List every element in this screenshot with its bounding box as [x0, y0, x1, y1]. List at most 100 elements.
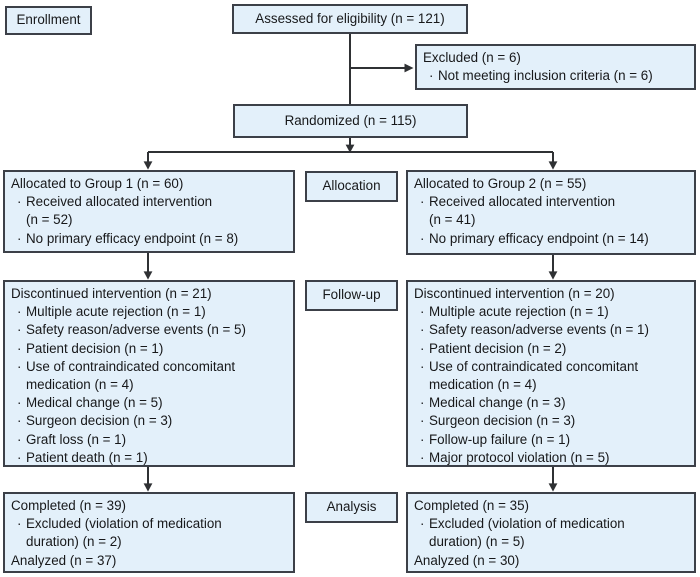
bullet-dot: ·: [17, 340, 22, 356]
box-allocated-group2: Allocated to Group 2 (n = 55) · Received…: [406, 170, 696, 255]
bullet-dot: ·: [420, 449, 425, 465]
bullet-dot: ·: [17, 194, 22, 210]
bullet-item: · Multiple acute rejection (n = 1): [414, 303, 691, 321]
bullet-dot: ·: [17, 516, 22, 532]
bullet-item: · Patient death (n = 1): [11, 449, 290, 467]
bullet-dot: ·: [420, 194, 425, 210]
box-footer: Analyzed (n = 37): [11, 552, 117, 568]
bullet-dot: ·: [17, 395, 22, 411]
bullet-item: · Multiple acute rejection (n = 1): [11, 303, 290, 321]
bullet-dot: ·: [17, 431, 22, 447]
bullet-item-text: No primary efficacy endpoint (n = 8): [26, 230, 239, 246]
stage-label-text: Enrollment: [16, 12, 81, 28]
bullet-item-text: Medical change (n = 3): [429, 395, 566, 411]
bullet-item-text: Patient decision (n = 2): [429, 340, 567, 356]
arrowhead-to-discontinued1: [143, 271, 153, 280]
bullet-item: · Follow-up failure (n = 1): [414, 431, 691, 449]
box-assessed-eligibility: Assessed for eligibility (n = 121): [232, 4, 468, 34]
bullet-item-text: Use of contraindicated concomitant medic…: [429, 358, 639, 393]
bullet-item: · Surgeon decision (n = 3): [414, 412, 691, 430]
bullet-item-text: Use of contraindicated concomitant medic…: [26, 358, 236, 393]
bullet-dot: ·: [420, 322, 425, 338]
box-title: Excluded (n = 6): [423, 50, 521, 65]
bullet-dot: ·: [17, 449, 22, 465]
stage-label-followup: Follow-up: [305, 280, 398, 311]
bullet-item: · Use of contraindicated concomitant med…: [414, 358, 691, 394]
bullet-item-text: No primary efficacy endpoint (n = 14): [429, 230, 649, 246]
bullet-item-text: Not meeting inclusion criteria (n = 6): [438, 68, 653, 84]
box-footer: Analyzed (n = 30): [414, 552, 520, 568]
bullet-item-text: Safety reason/adverse events (n = 1): [429, 322, 649, 338]
arrowhead-to-completed2: [548, 483, 558, 492]
arrowhead-to-group1: [143, 161, 153, 170]
bullet-item-text: Received allocated intervention (n = 41): [429, 194, 616, 228]
bullet-dot: ·: [420, 230, 425, 246]
bullet-item-text: Patient decision (n = 1): [26, 340, 164, 356]
bullet-item: · No primary efficacy endpoint (n = 14): [414, 230, 691, 248]
bullet-item: · Graft loss (n = 1): [11, 431, 290, 449]
stage-label-analysis: Analysis: [305, 492, 398, 523]
box-title: Discontinued intervention (n = 20): [414, 286, 615, 301]
bullet-item-text: Multiple acute rejection (n = 1): [26, 304, 206, 320]
box-excluded: Excluded (n = 6) · Not meeting inclusion…: [415, 44, 696, 90]
box-randomized: Randomized (n = 115): [233, 104, 468, 138]
arrowhead-to-excluded: [404, 63, 414, 73]
bullet-item-text: Major protocol violation (n = 5): [429, 449, 610, 465]
bullet-dot: ·: [429, 68, 434, 84]
bullet-item: · Not meeting inclusion criteria (n = 6): [423, 67, 691, 85]
box-allocated-group1: Allocated to Group 1 (n = 60) · Received…: [3, 170, 295, 253]
arrowhead-randomized-split: [345, 144, 355, 153]
bullet-item-text: Medical change (n = 5): [26, 395, 163, 411]
box-completed-group1: Completed (n = 39) · Excluded (violation…: [3, 492, 295, 573]
bullet-dot: ·: [420, 304, 425, 320]
box-title: Allocated to Group 1 (n = 60): [11, 176, 184, 191]
bullet-item-text: Excluded (violation of medication durati…: [26, 516, 222, 550]
bullet-item: · Patient decision (n = 2): [414, 340, 691, 358]
box-discontinued-group1: Discontinued intervention (n = 21) · Mul…: [3, 280, 295, 467]
box-title: Allocated to Group 2 (n = 55): [414, 176, 587, 191]
bullet-item-text: Surgeon decision (n = 3): [429, 413, 576, 429]
bullet-item: · Patient decision (n = 1): [11, 340, 290, 358]
bullet-dot: ·: [420, 395, 425, 411]
stage-label-text: Analysis: [326, 499, 377, 515]
bullet-item-text: Surgeon decision (n = 3): [26, 413, 173, 429]
box-title: Assessed for eligibility (n = 121): [255, 10, 445, 26]
bullet-item: · Safety reason/adverse events (n = 1): [414, 321, 691, 339]
bullet-item-text: Safety reason/adverse events (n = 5): [26, 322, 246, 338]
bullet-item: · Medical change (n = 5): [11, 394, 290, 412]
box-title: Completed (n = 35): [414, 498, 529, 513]
arrowhead-to-discontinued2: [548, 271, 558, 280]
bullet-dot: ·: [420, 358, 425, 374]
box-title: Discontinued intervention (n = 21): [11, 286, 212, 301]
bullet-item-text: Excluded (violation of medication durati…: [429, 516, 625, 550]
bullet-item-text: Multiple acute rejection (n = 1): [429, 304, 609, 320]
bullet-dot: ·: [17, 304, 22, 320]
bullet-item-text: Patient death (n = 1): [26, 449, 148, 465]
box-title: Randomized (n = 115): [284, 112, 417, 128]
arrowhead-to-completed1: [143, 483, 153, 492]
bullet-item: · Excluded (violation of medication dura…: [414, 515, 691, 551]
bullet-item: · No primary efficacy endpoint (n = 8): [11, 230, 290, 248]
bullet-item: · Surgeon decision (n = 3): [11, 412, 290, 430]
box-discontinued-group2: Discontinued intervention (n = 20) · Mul…: [406, 280, 696, 467]
bullet-dot: ·: [420, 516, 425, 532]
stage-label-enrollment: Enrollment: [5, 6, 92, 35]
bullet-dot: ·: [420, 413, 425, 429]
stage-label-text: Allocation: [322, 178, 381, 194]
stage-label-allocation: Allocation: [305, 171, 398, 202]
box-completed-group2: Completed (n = 35) · Excluded (violation…: [406, 492, 696, 573]
bullet-dot: ·: [17, 322, 22, 338]
bullet-item: · Medical change (n = 3): [414, 394, 691, 412]
bullet-item: · Received allocated intervention (n = 4…: [414, 193, 691, 229]
bullet-item: · Received allocated intervention (n = 5…: [11, 193, 290, 229]
bullet-dot: ·: [420, 340, 425, 356]
bullet-item: · Excluded (violation of medication dura…: [11, 515, 290, 551]
bullet-item-text: Graft loss (n = 1): [26, 431, 127, 447]
bullet-dot: ·: [420, 431, 425, 447]
bullet-item: · Safety reason/adverse events (n = 5): [11, 321, 290, 339]
stage-label-text: Follow-up: [322, 287, 381, 303]
bullet-item-text: Received allocated intervention (n = 52): [26, 194, 213, 228]
bullet-dot: ·: [17, 230, 22, 246]
bullet-item: · Use of contraindicated concomitant med…: [11, 358, 290, 394]
